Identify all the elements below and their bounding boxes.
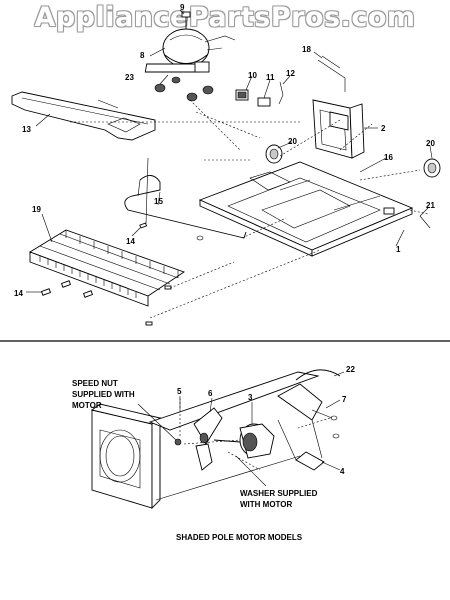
part-num-14-upper: 14 — [126, 237, 135, 246]
part-num-3: 3 — [248, 393, 253, 402]
screw-set — [40, 222, 172, 326]
condenser-tube — [124, 175, 247, 241]
speed-nut — [174, 438, 182, 446]
part-num-16: 16 — [384, 153, 393, 162]
motor-mount — [277, 369, 341, 471]
part-num-5: 5 — [177, 387, 182, 396]
coil-fins — [39, 230, 179, 298]
part-num-6: 6 — [208, 389, 213, 398]
part-num-11: 11 — [266, 73, 275, 82]
drain-pan — [11, 91, 156, 141]
callout-washer-line1: WASHER SUPPLIED — [240, 489, 318, 498]
callout-washer-line2: WITH MOTOR — [240, 500, 293, 509]
fan-shroud — [312, 55, 365, 159]
lower-leaders — [137, 371, 345, 487]
part-num-20-right: 20 — [426, 139, 435, 148]
callout-speed-nut-line2: SUPPLIED WITH — [72, 390, 135, 399]
fan-motor-left — [265, 144, 283, 164]
part-num-9: 9 — [180, 3, 185, 12]
upper-guide-lines — [70, 99, 431, 319]
part-num-1: 1 — [396, 245, 401, 254]
compressor — [144, 11, 236, 73]
fan-blade — [193, 407, 223, 471]
grommet-set — [154, 76, 214, 102]
part-num-21: 21 — [426, 201, 435, 210]
part-num-8: 8 — [140, 51, 145, 60]
motor-bracket — [148, 371, 320, 501]
part-num-19: 19 — [32, 205, 41, 214]
part-num-12: 12 — [286, 69, 295, 78]
motor-shroud — [90, 403, 162, 510]
fan-motor — [213, 423, 275, 459]
base-plate — [198, 161, 414, 257]
part-num-14-lower: 14 — [14, 289, 23, 298]
watermark-logo: AppliancePartsPros.com — [34, 2, 416, 33]
condenser-coil — [28, 229, 185, 307]
fan-motor-right — [423, 158, 441, 178]
part-num-23: 23 — [125, 73, 134, 82]
lower-guide-lines — [179, 398, 331, 471]
part-num-18: 18 — [302, 45, 311, 54]
callout-speed-nut-line1: SPEED NUT — [72, 379, 118, 388]
part-num-10: 10 — [248, 71, 257, 80]
part-num-20-left: 20 — [288, 137, 297, 146]
diagram-caption: SHADED POLE MOTOR MODELS — [176, 533, 303, 542]
upper-leaders — [26, 9, 433, 293]
part-num-4: 4 — [340, 467, 345, 476]
part-num-22: 22 — [346, 365, 355, 374]
part-num-13: 13 — [22, 125, 31, 134]
callout-speed-nut-line3: MOTOR — [72, 401, 102, 410]
part-num-7: 7 — [342, 395, 347, 404]
relay-overload — [235, 81, 284, 107]
part-num-2: 2 — [381, 124, 386, 133]
part-num-15: 15 — [154, 197, 163, 206]
